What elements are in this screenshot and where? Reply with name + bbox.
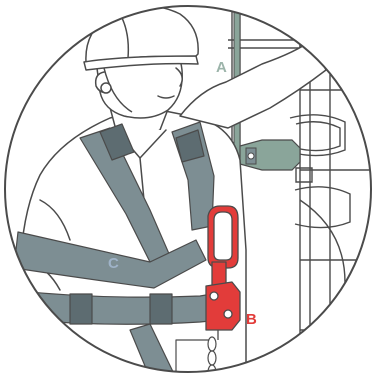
callout-a-label: A [216,59,227,76]
chain-links [208,337,216,378]
callout-c-label: C [108,255,119,272]
callout-b-label: B [246,311,257,328]
